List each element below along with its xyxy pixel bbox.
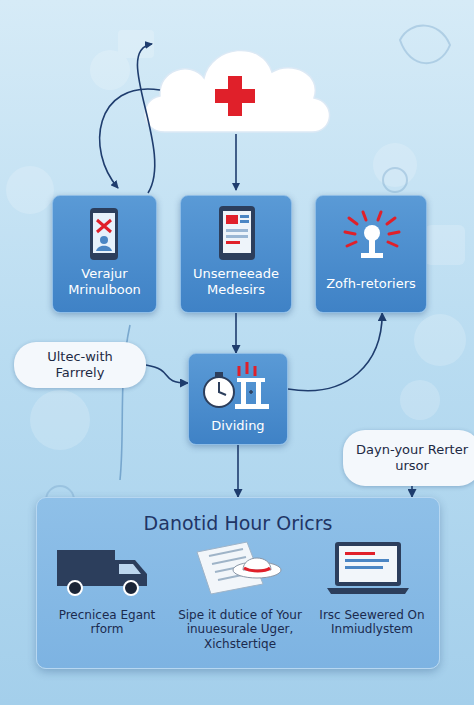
document-icon	[187, 538, 287, 598]
flow-arrow	[146, 365, 188, 383]
tablet-icon	[215, 204, 259, 262]
flow-arrow	[411, 486, 413, 497]
node-label: Zofh-retoriers	[320, 276, 422, 292]
process-box: Dividing	[188, 353, 288, 445]
item-caption: Sipe it dutice of Your inuuesurale Uger,…	[175, 608, 305, 651]
node-label: Verajur Mrinulboon	[57, 266, 152, 297]
clock-stand-icon	[197, 360, 281, 412]
flow-arrow	[235, 313, 237, 353]
flow-arrow	[237, 445, 239, 497]
truck-icon	[53, 542, 153, 598]
item-caption: Precnicea Egant rform	[45, 608, 169, 637]
panel-box: Danotid Hour OricrsPrecnicea Egant rform…	[36, 497, 440, 669]
laptop-icon	[323, 538, 413, 598]
flow-arrow	[288, 313, 382, 391]
node-label: Unserneeade Medesirs	[185, 266, 287, 297]
cloud-icon	[145, 50, 330, 132]
item-caption: Irsc Seewered On Inmiudlystem	[309, 608, 435, 637]
callout-cloud: Ultec-with Farrrely	[14, 342, 146, 388]
process-box: Unserneeade Medesirs	[180, 195, 292, 313]
alert-icon	[337, 206, 407, 268]
callout-cloud: Dayn-your Rerter ursor	[343, 430, 474, 486]
node-label: Dayn-your Rerter ursor	[343, 442, 474, 473]
phone-icon	[82, 206, 126, 262]
node-label: Dividing	[193, 418, 283, 434]
node-label: Ultec-with Farrrely	[14, 349, 146, 380]
node-label: Danotid Hour Oricrs	[37, 512, 439, 535]
process-box: Zofh-retoriers	[315, 195, 427, 313]
process-box: Verajur Mrinulboon	[52, 195, 157, 313]
